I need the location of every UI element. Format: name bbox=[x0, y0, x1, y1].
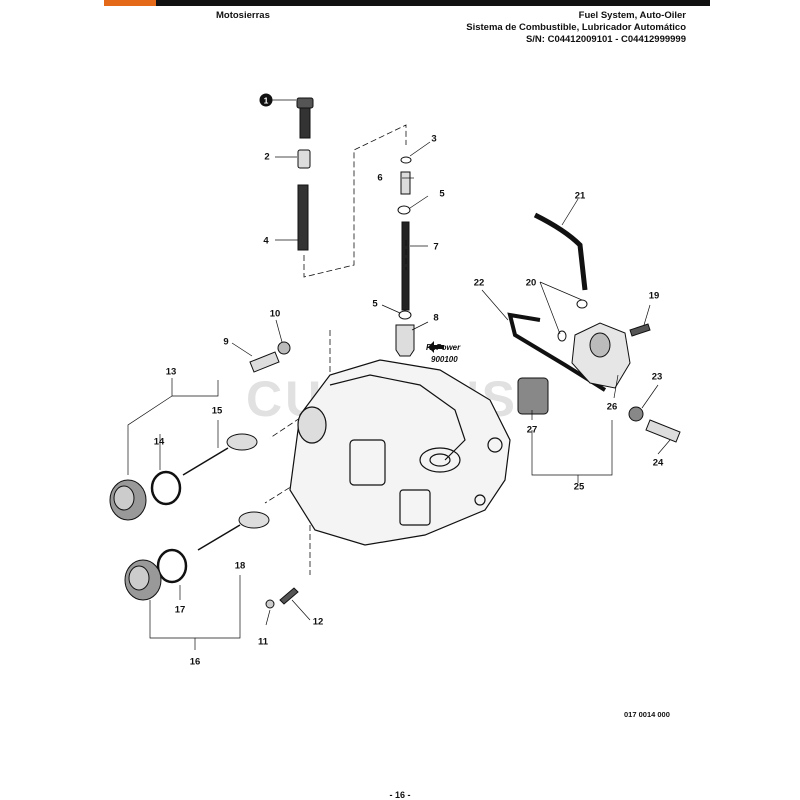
callout-26: 26 bbox=[606, 401, 618, 413]
part-26-oil-pump bbox=[571, 322, 631, 389]
callout-3: 3 bbox=[431, 133, 437, 145]
callout-23: 23 bbox=[651, 371, 663, 383]
serial-range: S/N: C04412009101 - C04412999999 bbox=[525, 34, 686, 45]
callout-6: 6 bbox=[377, 172, 383, 184]
part-6-fitting bbox=[400, 171, 411, 195]
part-13-fuel-cap bbox=[109, 479, 147, 521]
part-15-fuel-filter-retainer bbox=[182, 433, 258, 476]
repower-brand: RePower bbox=[426, 343, 461, 352]
part-9-screw bbox=[249, 351, 280, 373]
callout-18: 18 bbox=[234, 560, 246, 572]
crankcase bbox=[289, 359, 511, 546]
part-18-oil-filter-retainer bbox=[197, 511, 270, 551]
page-number: - 16 - bbox=[389, 790, 411, 800]
part-20-ring-a bbox=[576, 299, 588, 309]
callout-15: 15 bbox=[211, 405, 223, 417]
part-5-ring-top bbox=[397, 205, 411, 215]
part-1-fitting bbox=[296, 97, 314, 139]
part-17-o-ring bbox=[156, 548, 188, 584]
brand-logo bbox=[104, 0, 156, 6]
repower-logo bbox=[428, 341, 444, 353]
callout-14: 14 bbox=[153, 436, 165, 448]
part-14-o-ring bbox=[150, 470, 182, 506]
callout-13: 13 bbox=[165, 366, 177, 378]
callout-17: 17 bbox=[174, 604, 186, 616]
callout-19: 19 bbox=[648, 290, 660, 302]
part-24-pin bbox=[645, 419, 681, 443]
drawing-code: 017 0014 000 bbox=[624, 710, 670, 719]
part-23-gear bbox=[628, 406, 644, 422]
callout-10: 10 bbox=[269, 308, 281, 320]
part-22-oil-line bbox=[507, 312, 607, 392]
part-10-gear bbox=[277, 341, 291, 355]
part-5-ring-bottom bbox=[398, 310, 412, 320]
page-title: Fuel System, Auto-Oiler bbox=[578, 10, 686, 21]
part-19-screw bbox=[629, 323, 651, 337]
callout-7: 7 bbox=[433, 241, 439, 253]
part-12-screw bbox=[279, 587, 299, 605]
callout-24: 24 bbox=[652, 457, 664, 469]
callout-25: 25 bbox=[573, 481, 585, 493]
callout-11: 11 bbox=[257, 636, 269, 648]
page-heading: Fuel System, Auto-Oiler Sistema de Combu… bbox=[466, 10, 686, 46]
callout-5b: 5 bbox=[372, 298, 378, 310]
callout-2: 2 bbox=[264, 151, 270, 163]
part-27-worm-gear bbox=[517, 377, 549, 415]
repower-code: 900100 bbox=[431, 355, 458, 364]
callout-5a: 5 bbox=[439, 188, 445, 200]
callout-22: 22 bbox=[473, 277, 485, 289]
callout-16: 16 bbox=[189, 656, 201, 668]
callout-1: 1 bbox=[259, 93, 273, 107]
part-4-fuel-line bbox=[297, 184, 309, 251]
part-20-ring-b bbox=[557, 330, 567, 342]
callout-4: 4 bbox=[263, 235, 269, 247]
header-bar bbox=[104, 0, 710, 6]
page-subtitle: Sistema de Combustible, Lubricador Autom… bbox=[466, 22, 686, 33]
category-label: Motosierras bbox=[216, 10, 270, 21]
part-2-connector bbox=[297, 149, 311, 169]
callout-12: 12 bbox=[312, 616, 324, 628]
callout-8: 8 bbox=[433, 312, 439, 324]
callout-27: 27 bbox=[526, 424, 538, 436]
callout-9: 9 bbox=[223, 336, 229, 348]
part-7-tube bbox=[401, 221, 410, 311]
part-8-filter bbox=[395, 324, 415, 357]
callout-21: 21 bbox=[574, 190, 586, 202]
part-16-oil-cap bbox=[124, 559, 162, 601]
callout-20: 20 bbox=[525, 277, 537, 289]
part-21-oil-hose bbox=[533, 212, 588, 291]
part-11-washer bbox=[265, 599, 275, 609]
part-3-ring bbox=[400, 156, 412, 164]
